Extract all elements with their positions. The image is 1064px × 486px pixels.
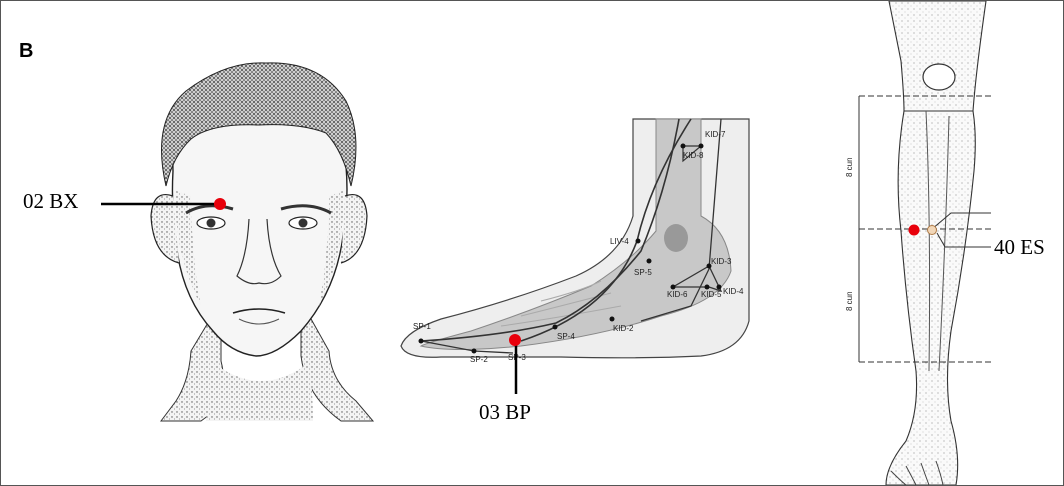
acupoint-marker-40-es: [909, 225, 920, 236]
point-label-03-bp: 03 BP: [479, 400, 531, 424]
foot-label-liv-4: LIV-4: [610, 237, 629, 246]
head-illustration: [151, 63, 373, 421]
foot-label-sp-4: SP-4: [557, 332, 575, 341]
foot-label-kid-4: KID-4: [723, 287, 744, 296]
foot-label-sp-1: SP-1: [413, 322, 431, 331]
acupoint-marker-03-bp: [509, 334, 521, 346]
foot-illustration: KID-7 KID-8 LIV-4 KID-3 SP-5 KID-4 KID-6…: [401, 119, 749, 364]
foot-label-sp-2: SP-2: [470, 355, 488, 364]
foot-label-kid-3: KID-3: [711, 257, 732, 266]
point-label-02-bx: 02 BX: [23, 189, 78, 213]
point-label-40-es: 40 ES: [994, 235, 1045, 259]
foot-label-sp-5: SP-5: [634, 268, 652, 277]
acupoint-marker-02-bx: [214, 198, 226, 210]
measure-upper-8-cun: 8 cun: [845, 157, 854, 177]
foot-label-kid-6: KID-6: [667, 290, 688, 299]
panel-label: B: [19, 40, 33, 62]
foot-label-kid-7: KID-7: [705, 130, 726, 139]
leg-illustration: 8 cun 8 cun: [845, 1, 991, 485]
measure-lower-8-cun: 8 cun: [845, 291, 854, 311]
foot-label-kid-2: KID-2: [613, 324, 634, 333]
foot-label-kid-8: KID-8: [683, 151, 704, 160]
foot-label-kid-5: KID-5: [701, 290, 722, 299]
